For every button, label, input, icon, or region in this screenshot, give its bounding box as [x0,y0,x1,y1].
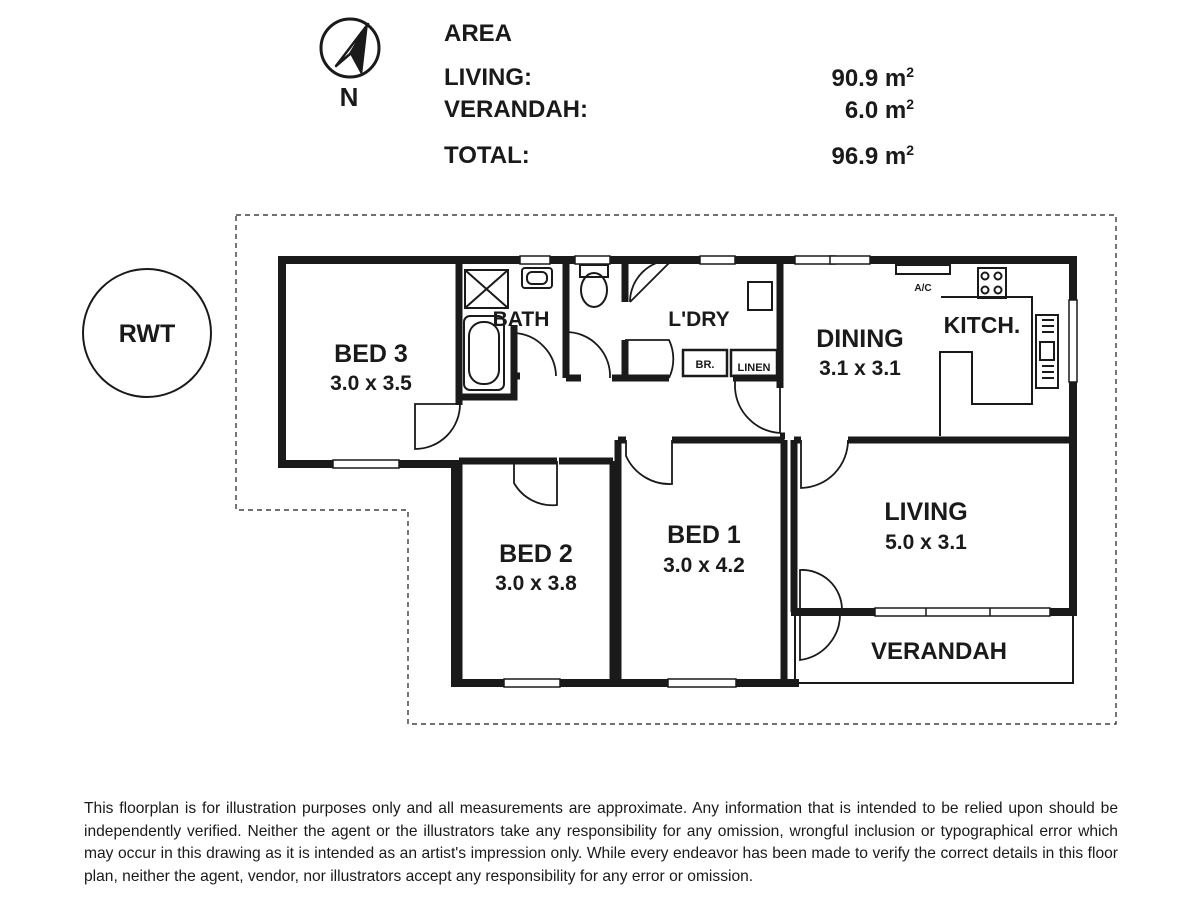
area-total-label: TOTAL: [444,142,530,169]
verandah-name: VERANDAH [871,638,1007,665]
bed3-name: BED 3 [334,340,408,368]
area-row-living: LIVING: 90.9 m2 [444,64,914,94]
living-name: LIVING [884,498,967,526]
cupboards [681,348,779,378]
area-row-value: 90.9 m [831,65,907,92]
area-unit-superscript: 2 [906,96,914,112]
area-row-label: LIVING: [444,64,532,91]
kitchen-bench [895,264,1059,436]
rainwater-tank [82,268,212,398]
compass-letter: N [340,82,359,112]
linen-name: LINEN [738,362,771,374]
bed1-size: 3.0 x 4.2 [663,554,745,577]
bed2-size: 3.0 x 3.8 [495,572,577,595]
rwt-label: RWT [119,320,175,348]
area-row-verandah: VERANDAH: 6.0 m2 [444,96,914,126]
area-row-label: VERANDAH: [444,96,588,123]
site-boundary [235,214,1117,725]
ldry-name: L'DRY [668,308,729,331]
area-total-value: 96.9 m [831,143,907,170]
kitch-name: KITCH. [944,312,1021,338]
doors [414,259,849,662]
area-unit-superscript: 2 [906,64,914,80]
dining-name: DINING [816,325,904,353]
bathroom-fixtures [463,264,773,391]
ac-name: A/C [914,283,931,294]
bath-name: BATH [493,308,550,331]
interior-walls [282,262,1073,683]
living-size: 5.0 x 3.1 [885,531,967,554]
disclaimer-text: This floorplan is for illustration purpo… [84,800,1118,885]
area-row-value: 6.0 m [844,97,907,124]
bed1-name: BED 1 [667,521,741,549]
bed2-name: BED 2 [499,540,573,568]
area-title: AREA [444,20,513,47]
north-arrow-icon [319,17,381,79]
br-name: BR. [696,359,715,371]
bed3-size: 3.0 x 3.5 [330,372,412,395]
area-row-total: TOTAL: 96.9 m2 [444,142,914,172]
windows [332,255,1078,688]
area-unit-superscript: 2 [906,142,914,158]
dining-size: 3.1 x 3.1 [819,357,901,380]
